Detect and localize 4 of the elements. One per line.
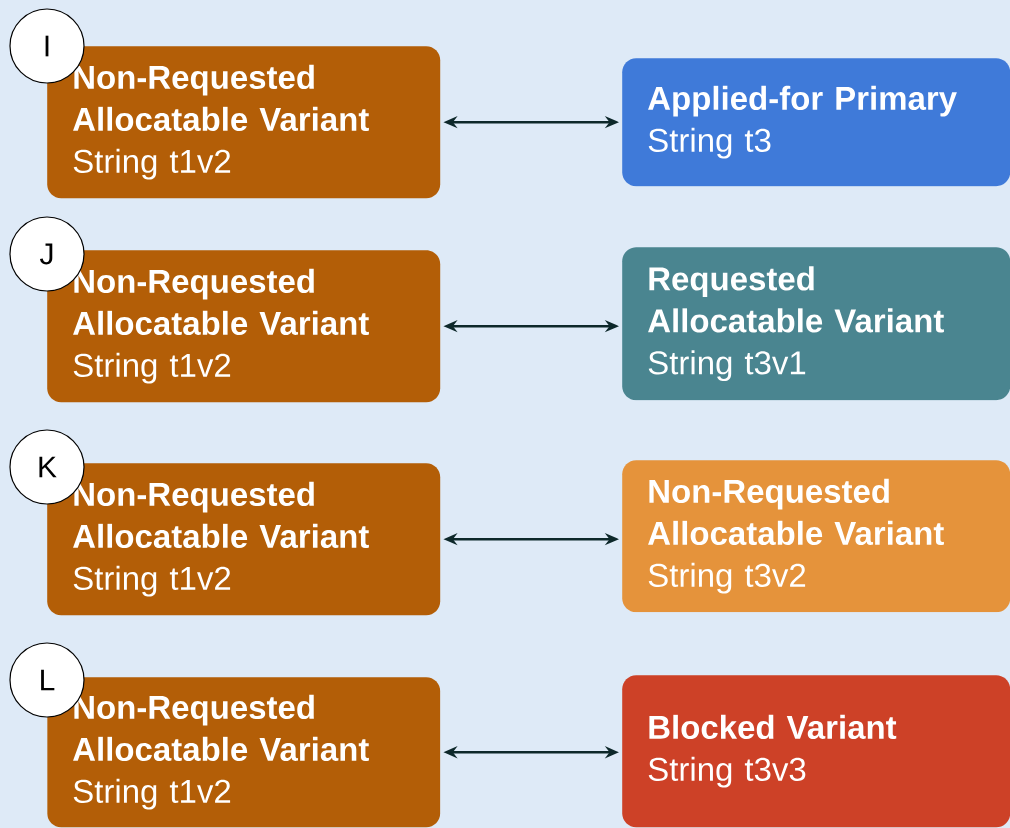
variant-box: Blocked Variant String t3v3 — [622, 675, 1010, 828]
variant-box: Requested Allocatable Variant String t3v1 — [622, 247, 1010, 401]
variant-box: Applied-for Primary String t3 — [622, 58, 1010, 187]
variant-box: Non-Requested Allocatable Variant String t3v2 — [622, 460, 1010, 613]
